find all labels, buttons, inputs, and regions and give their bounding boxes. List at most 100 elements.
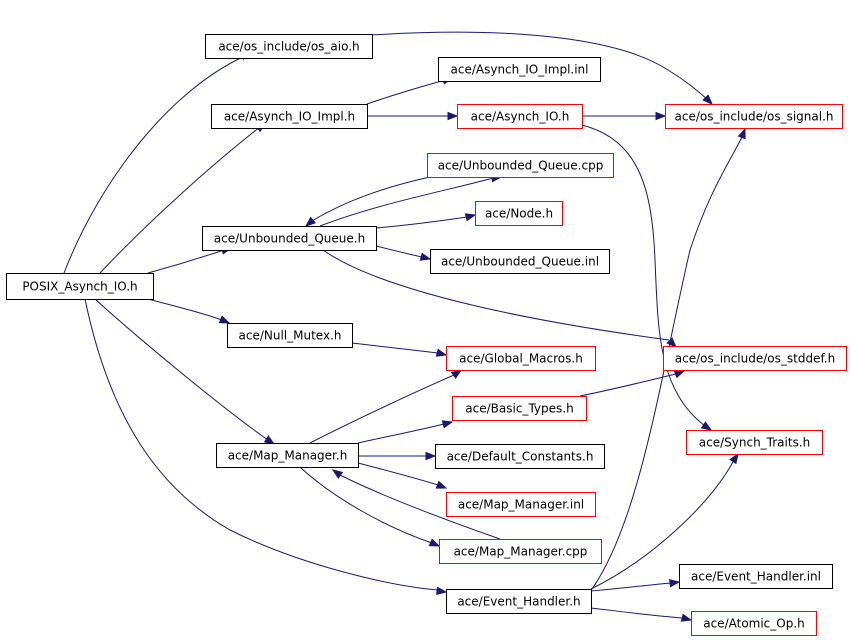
arrow-head-icon — [419, 252, 432, 261]
node-label: ace/Null_Mutex.h — [239, 329, 342, 343]
node-box — [452, 396, 587, 421]
node-label: ace/os_include/os_aio.h — [218, 40, 359, 54]
node-box — [427, 153, 614, 178]
node-map-manager-inl[interactable]: ace/Map_Manager.inl — [446, 492, 596, 517]
node-global-macros[interactable]: ace/Global_Macros.h — [446, 346, 596, 371]
node-label: ace/Synch_Traits.h — [699, 436, 810, 450]
node-uq-cpp[interactable]: ace/Unbounded_Queue.cpp — [427, 153, 614, 178]
node-map-manager-cpp[interactable]: ace/Map_Manager.cpp — [439, 539, 602, 564]
edge-map_manager_h-to-map_manager_cpp — [299, 466, 441, 547]
edge-line — [371, 31, 709, 101]
node-box — [679, 564, 833, 589]
arrow-head-icon — [218, 315, 231, 324]
edge-uq_h-to-node_h — [375, 213, 477, 229]
edge-event_handler_h-to-os_signal — [591, 127, 746, 590]
edge-line — [590, 582, 672, 592]
edge-event_handler_h-to-atomic_op — [590, 607, 693, 622]
node-os-aio[interactable]: ace/os_include/os_aio.h — [205, 34, 373, 59]
arrow-head-icon — [428, 538, 441, 547]
node-uq-h[interactable]: ace/Unbounded_Queue.h — [202, 226, 377, 251]
arrow-head-icon — [669, 578, 681, 588]
edge-line — [309, 374, 455, 444]
edge-line — [590, 459, 735, 590]
node-box — [439, 539, 602, 564]
arrow-head-icon — [331, 469, 344, 479]
node-synch-traits[interactable]: ace/Synch_Traits.h — [686, 430, 823, 455]
edge-line — [99, 126, 261, 274]
node-box — [446, 589, 592, 614]
edge-line — [581, 124, 706, 427]
arrow-head-icon — [435, 348, 448, 357]
node-box — [457, 104, 583, 129]
node-label: ace/Basic_Types.h — [465, 402, 573, 416]
edge-line — [351, 342, 439, 354]
edge-line — [299, 466, 433, 544]
arrow-head-icon — [700, 421, 713, 431]
node-label: ace/Map_Manager.h — [228, 449, 348, 463]
edge-uq_h-to-uq_cpp — [319, 173, 503, 227]
arrow-head-icon — [655, 111, 667, 121]
edge-asynch_io_h-to-os_signal — [582, 111, 667, 121]
node-box — [227, 323, 353, 348]
node-os-stddef[interactable]: ace/os_include/os_stddef.h — [663, 346, 847, 371]
node-label: ace/Asynch_IO_Impl.inl — [451, 63, 589, 77]
edges-layer — [63, 31, 746, 622]
node-aio-impl-h[interactable]: ace/Asynch_IO_Impl.h — [211, 104, 368, 129]
edge-line — [147, 298, 223, 321]
node-box — [202, 226, 377, 251]
edge-root-to-map_manager_h — [94, 298, 276, 445]
node-label: ace/Unbounded_Queue.h — [214, 232, 365, 246]
node-map-manager-h[interactable]: ace/Map_Manager.h — [216, 443, 359, 468]
edge-line — [590, 607, 684, 619]
node-asynch-io-h[interactable]: ace/Asynch_IO.h — [457, 104, 583, 129]
edge-line — [366, 79, 446, 105]
arrow-head-icon — [702, 94, 713, 105]
edge-line — [63, 55, 246, 274]
edge-uq_h-to-os_stddef — [322, 249, 677, 348]
node-uq-inl[interactable]: ace/Unbounded_Queue.inl — [430, 249, 610, 274]
arrow-head-icon — [436, 586, 448, 596]
edge-line — [147, 249, 225, 274]
edge-event_handler_h-to-event_handler_inl — [590, 578, 681, 592]
node-os-signal[interactable]: ace/os_include/os_signal.h — [665, 104, 843, 129]
node-box — [663, 346, 847, 371]
node-box — [446, 492, 596, 517]
node-box — [446, 346, 596, 371]
node-box — [430, 249, 610, 274]
node-default-constants[interactable]: ace/Default_Constants.h — [435, 444, 605, 469]
node-label: ace/Atomic_Op.h — [703, 617, 805, 631]
node-node-h[interactable]: ace/Node.h — [475, 201, 563, 226]
arrow-head-icon — [304, 216, 317, 227]
node-box — [475, 201, 563, 226]
edge-line — [357, 423, 445, 444]
arrow-head-icon — [464, 213, 477, 222]
arrow-head-icon — [729, 452, 739, 465]
node-label: ace/Default_Constants.h — [447, 450, 594, 464]
arrow-head-icon — [680, 613, 693, 622]
node-label: ace/Event_Handler.inl — [691, 570, 821, 584]
arrow-head-icon — [447, 111, 459, 121]
node-event-handler-inl[interactable]: ace/Event_Handler.inl — [679, 564, 833, 589]
node-box — [205, 34, 373, 59]
edge-map_manager_h-to-basic_types — [357, 420, 454, 444]
edge-line — [339, 474, 501, 540]
node-label: ace/Event_Handler.h — [457, 595, 580, 609]
edge-line — [375, 245, 423, 258]
node-basic-types[interactable]: ace/Basic_Types.h — [452, 396, 587, 421]
node-box — [435, 444, 605, 469]
node-event-handler-h[interactable]: ace/Event_Handler.h — [446, 589, 592, 614]
node-label: ace/os_include/os_signal.h — [675, 110, 834, 124]
edge-null_mutex-to-global_macros — [351, 342, 448, 357]
node-aio-impl-inl[interactable]: ace/Asynch_IO_Impl.inl — [438, 57, 601, 82]
node-label: ace/Unbounded_Queue.inl — [441, 255, 599, 269]
edge-map_manager_h-to-default_constants — [358, 451, 437, 461]
node-null-mutex[interactable]: ace/Null_Mutex.h — [227, 323, 353, 348]
edge-line — [84, 298, 439, 591]
node-atomic-op[interactable]: ace/Atomic_Op.h — [691, 611, 817, 636]
edge-line — [357, 462, 439, 486]
node-root: POSIX_Asynch_IO.h — [6, 273, 154, 300]
edge-aio_impl_h-to-asynch_io_h — [367, 111, 459, 121]
node-label: ace/Node.h — [485, 207, 553, 221]
arrow-head-icon — [673, 370, 686, 379]
